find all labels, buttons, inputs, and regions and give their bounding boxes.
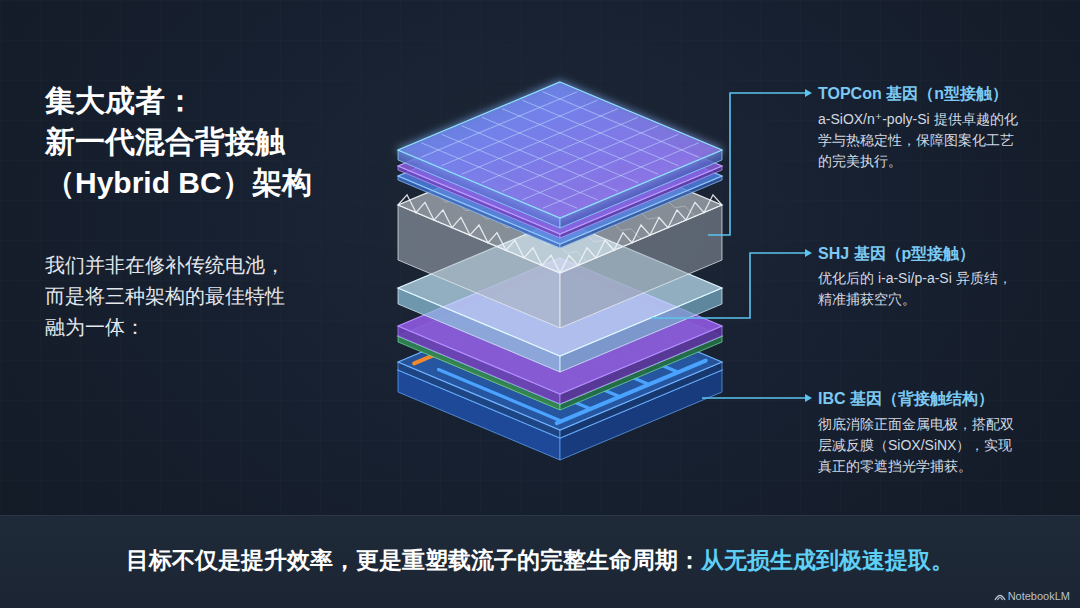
grid-fill [0, 0, 1080, 515]
intro-text: 我们并非在修补传统电池， 而是将三种架构的最佳特性 融为一体： [45, 250, 307, 343]
callout-heading: SHJ 基因（p型接触） [818, 243, 975, 265]
arrow-head [805, 394, 812, 402]
caption-band: 目标不仅是提升效率，更是重塑载流子的完整生命周期：从无损生成到极速提取。 [0, 515, 1080, 608]
glass-grid [523, 134, 679, 199]
callout-heading: TOPCon 基因（n型接触） [818, 83, 1008, 105]
callout-heading: IBC 基因（背接触结构） [818, 388, 994, 410]
caption: 目标不仅是提升效率，更是重塑载流子的完整生命周期： [126, 545, 701, 575]
glass-grid [442, 134, 598, 199]
glass-grid [543, 143, 699, 208]
glass-grid [482, 117, 638, 182]
glass-grid [421, 143, 577, 208]
callout-body: a-SiOX/n⁺-poly-Si 提供卓越的化学与热稳定性，保障图案化工艺的完… [818, 109, 1024, 172]
caption-highlight: 从无损生成到极速提取。 [701, 545, 954, 575]
slide-title: 集大成者： 新一代混合背接触 （Hybrid BC）架构 [45, 80, 345, 203]
glass-grid [462, 126, 618, 191]
glass-grid [482, 117, 638, 182]
arrow-head [805, 249, 812, 257]
arrow-head [805, 89, 812, 97]
callout-body: 彻底消除正面金属电极，搭配双层减反膜（SiOX/SiNX），实现真正的零遮挡光学… [818, 414, 1024, 477]
leader-line [702, 397, 806, 399]
callout-body: 优化后的 i-a-Si/p-a-Si 异质结，精准捕获空穴。 [818, 268, 1024, 310]
glass-grid [502, 126, 658, 191]
leader-line [708, 93, 806, 235]
watermark-icon [994, 590, 1006, 602]
watermark: NotebookLM [1008, 590, 1070, 603]
leader-line [652, 253, 806, 318]
top-glass-top [398, 82, 722, 218]
